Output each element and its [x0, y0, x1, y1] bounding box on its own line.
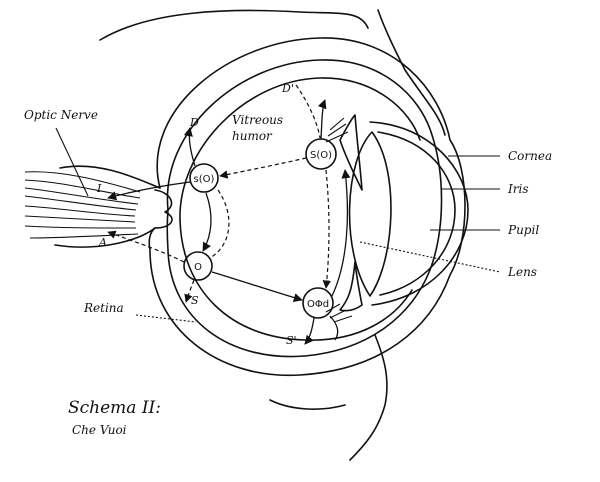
- ciliary-lower-lines: [325, 303, 353, 323]
- letter-d-prime: D': [281, 82, 294, 95]
- sclera-outer: [148, 37, 466, 377]
- label-retina: Retina: [83, 301, 124, 315]
- dashed-o-to-a: [107, 230, 185, 263]
- node-s-o-right-label: S(O): [310, 150, 332, 161]
- head-contour-lower: [269, 399, 346, 410]
- choroid-layer: [166, 59, 443, 358]
- optic-nerve-strand-6: [24, 215, 136, 223]
- iris-lower: [339, 261, 363, 312]
- label-vitreous-line2: humor: [232, 129, 273, 143]
- schema-title: Schema II:: [68, 398, 161, 418]
- node-o-phi-d-label: OΦd: [307, 299, 329, 310]
- dashed-right-vertical: [322, 169, 331, 289]
- node-o-label: O: [194, 262, 202, 273]
- label-optic-nerve: Optic Nerve: [24, 108, 98, 122]
- optic-nerve-strand-2: [24, 179, 141, 199]
- arrow-s-o-right-up-d-prime: [317, 99, 327, 140]
- ciliary-upper-lines: [325, 117, 349, 143]
- letter-s-prime: S': [286, 334, 297, 347]
- dashed-left-arc: [209, 189, 230, 259]
- node-s-o-left-label: s(O): [194, 174, 215, 185]
- dashed-right-to-left: [219, 157, 307, 179]
- letter-s: S: [191, 294, 199, 307]
- arrow-o-phi-d-up: [331, 169, 351, 297]
- arrow-o-phi-d-to-s-prime: [304, 317, 315, 345]
- letter-d: D: [189, 116, 199, 129]
- optic-nerve-strand-7: [24, 225, 137, 229]
- node-o: [183, 251, 213, 281]
- arrow-node-o-phi-d-lower: [329, 315, 339, 341]
- leader-retina: [135, 314, 197, 323]
- optic-nerve-strand-8: [29, 233, 139, 239]
- arrow-d-up-left: [183, 127, 196, 167]
- label-pupil: Pupil: [507, 223, 539, 237]
- arrow-s-o-down-to-o: [202, 192, 212, 252]
- label-cornea: Cornea: [508, 149, 552, 163]
- optic-nerve-sheath-bottom: [54, 227, 156, 248]
- head-contour-top: [99, 9, 369, 41]
- retina-layer-lower: [179, 219, 413, 341]
- node-s-o-left: [189, 163, 219, 193]
- schema-subtitle: Che Vuoi: [72, 423, 127, 437]
- optic-nerve-sheath-top: [59, 165, 161, 189]
- label-vitreous-line1: Vitreous: [232, 113, 283, 127]
- arrow-o-to-o-phi-d: [211, 271, 303, 303]
- letter-a: A: [98, 236, 107, 249]
- leader-optic-nerve: [55, 127, 89, 197]
- optic-disc: [154, 189, 173, 229]
- node-o-phi-d: [302, 287, 334, 319]
- dashed-o-to-s: [184, 279, 195, 303]
- optic-nerve-strand-4: [24, 195, 137, 211]
- head-contour-brow: [377, 9, 446, 136]
- dashed-d-prime-arc: [295, 84, 321, 139]
- label-iris: Iris: [507, 182, 528, 196]
- optic-nerve-strand-3: [24, 187, 139, 205]
- cornea-inner-curve: [377, 131, 456, 296]
- arrow-s-o-to-optic: [107, 181, 191, 201]
- head-contour-cheek: [349, 334, 388, 461]
- iris-upper: [339, 114, 363, 191]
- optic-nerve-strand-1: [24, 171, 141, 193]
- label-lens: Lens: [507, 265, 537, 279]
- letter-i: I: [96, 182, 102, 195]
- optic-nerve-strand-5: [24, 205, 136, 217]
- cornea-curve: [369, 121, 469, 306]
- retina-layer: [179, 77, 421, 221]
